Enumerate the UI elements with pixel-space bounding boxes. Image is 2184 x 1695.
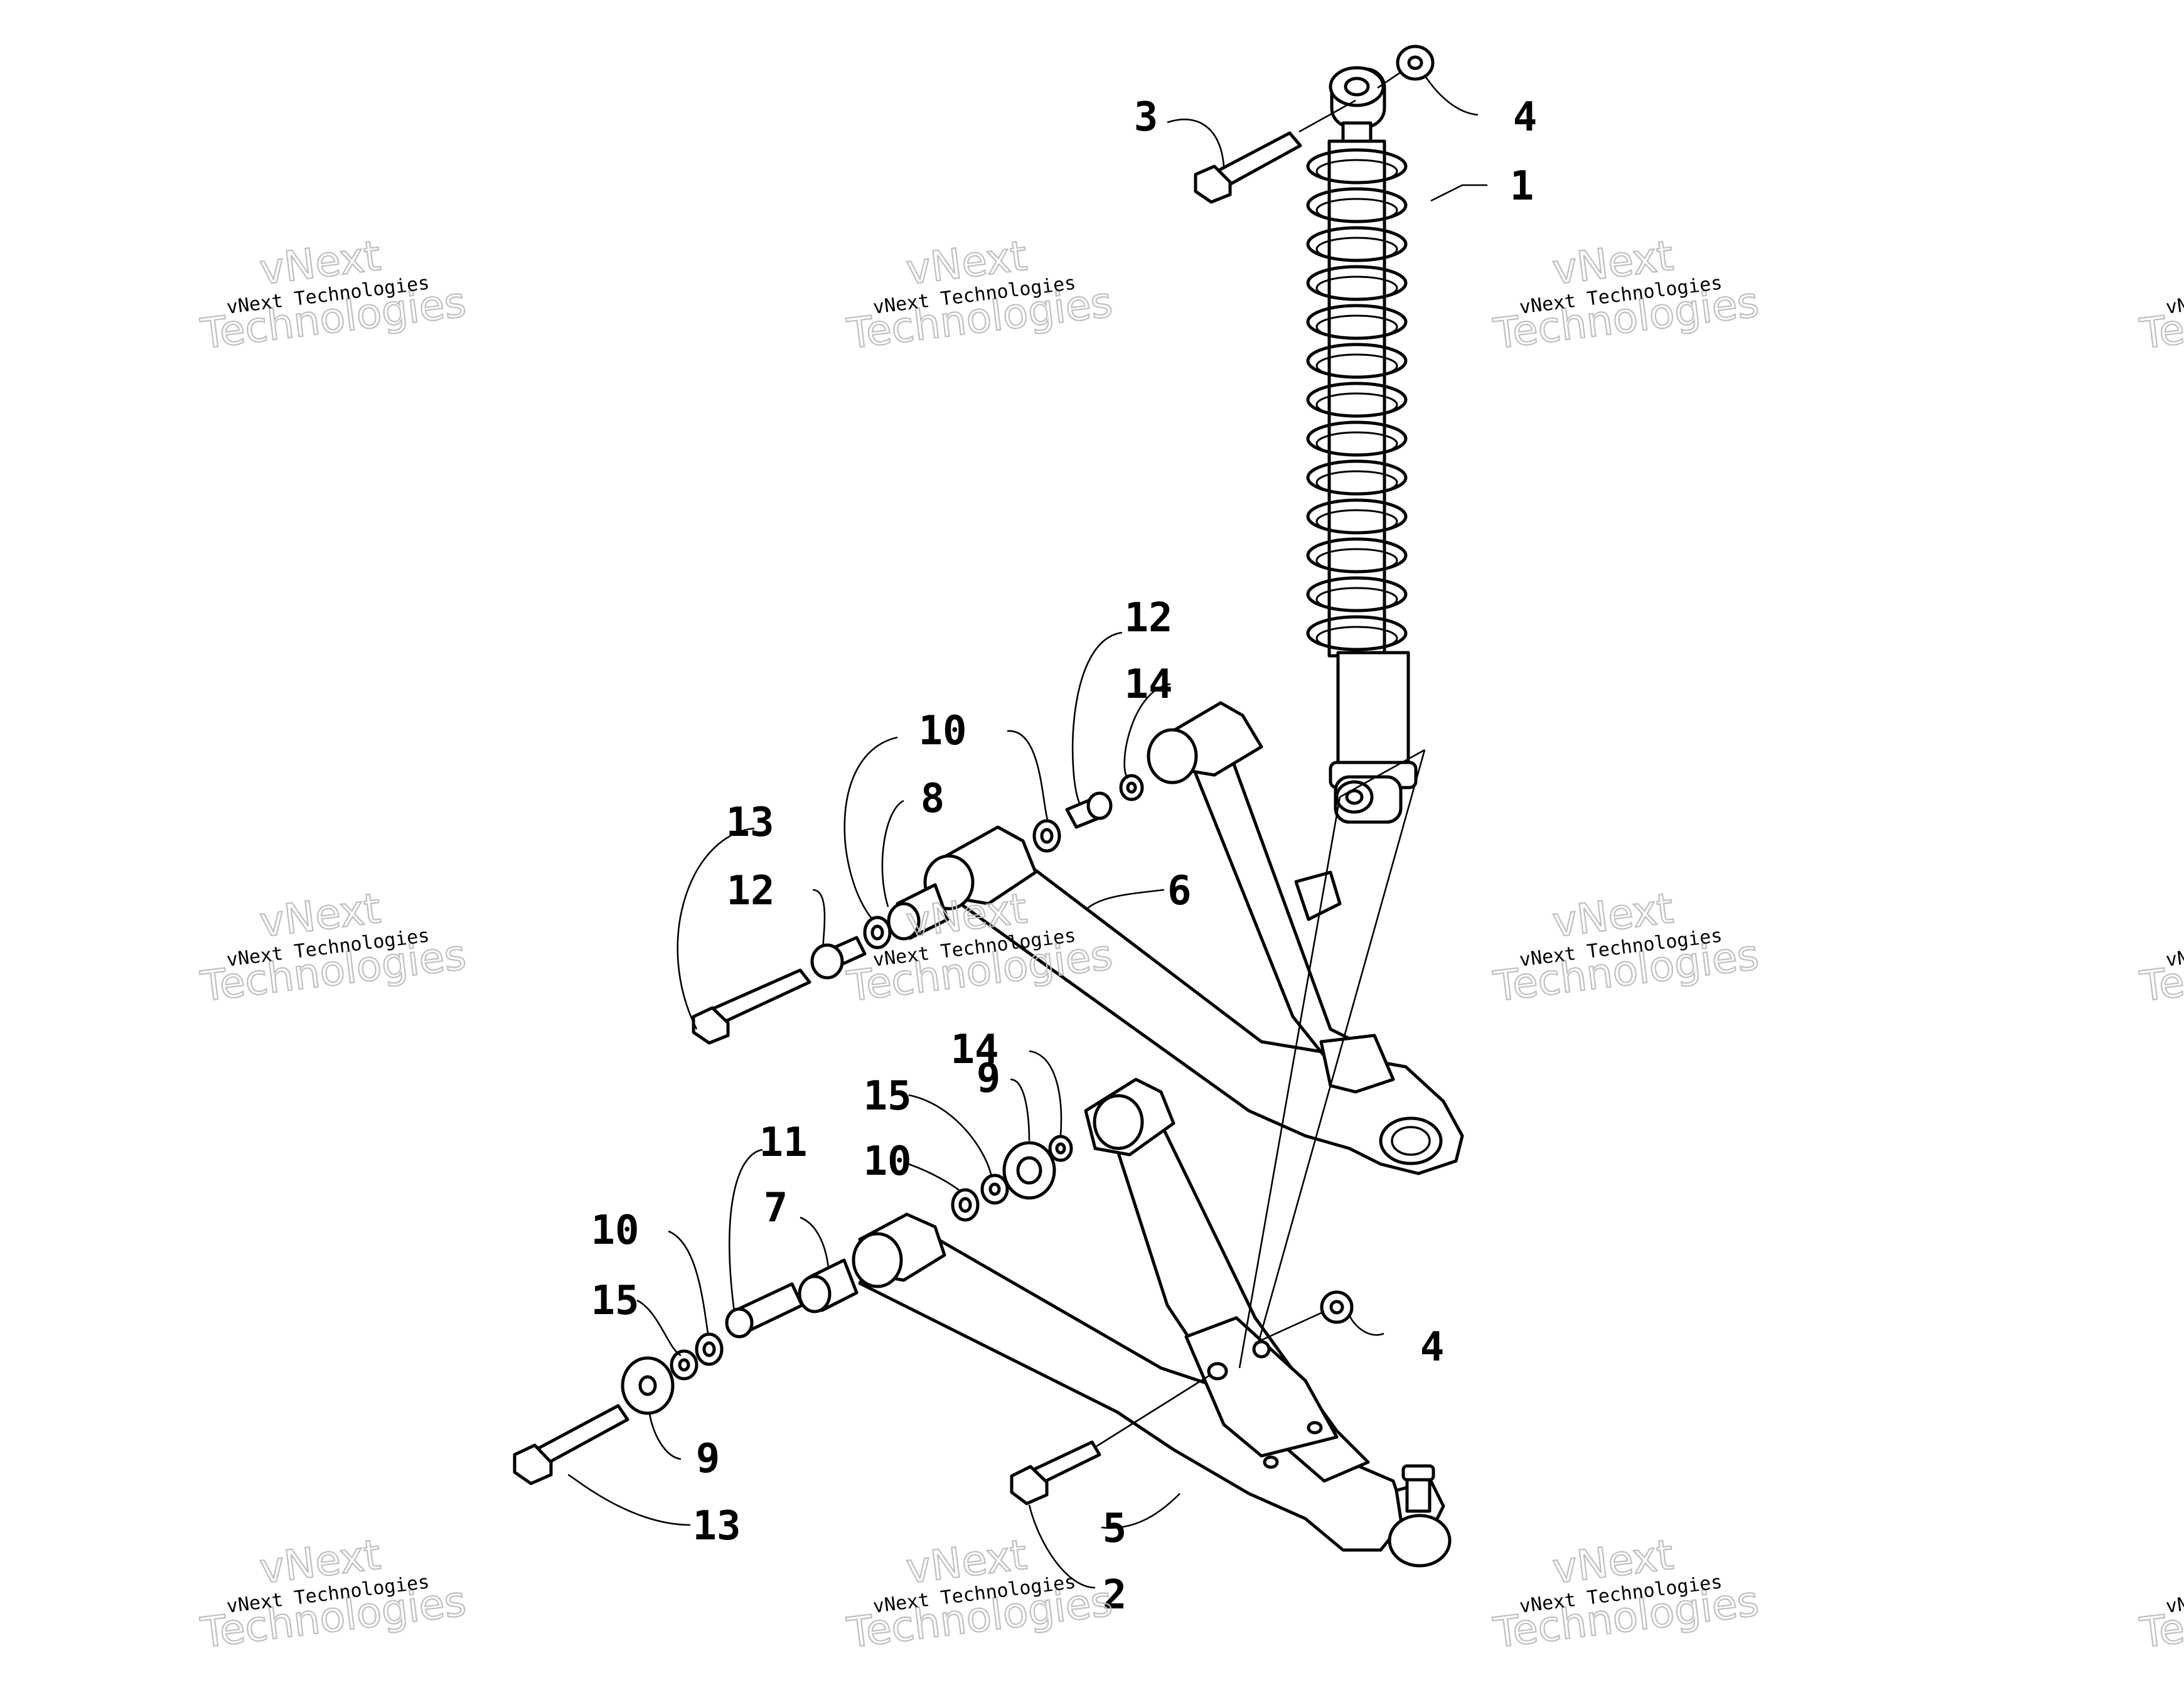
bolt-3 <box>1194 131 1302 204</box>
callout-10-left: 10 <box>591 1207 639 1254</box>
washer-10-lower-b <box>951 1188 980 1222</box>
washer-14-upper <box>1119 774 1144 801</box>
sleeve-12-upper-a <box>810 936 867 980</box>
callout-4-bottom: 4 <box>1420 1324 1445 1371</box>
spring-coil-inner <box>1315 237 1398 262</box>
callout-10-middle: 10 <box>863 1138 911 1185</box>
washer-10-upper-a <box>863 916 892 949</box>
ball-joint <box>1388 1464 1452 1568</box>
watermark-big-bottom: Technologies <box>2137 931 2184 1011</box>
spring-coil-inner <box>1315 392 1398 417</box>
spring-coil-inner <box>1315 431 1398 456</box>
spring-coil-inner <box>1315 587 1398 612</box>
callout-10-top: 10 <box>918 708 966 754</box>
nut-4-bottom <box>1320 1290 1354 1324</box>
bolt-2 <box>1010 1440 1101 1505</box>
sleeve-12-upper-b <box>1065 791 1113 829</box>
callout-7: 7 <box>764 1185 788 1231</box>
callout-4-top: 4 <box>1513 94 1538 141</box>
bushing-8 <box>887 883 950 941</box>
washer-14-lower <box>1048 1135 1073 1162</box>
callout-9-right: 9 <box>977 1056 1001 1102</box>
callout-5: 5 <box>1103 1505 1127 1552</box>
washer-9-lower-b <box>1002 1141 1056 1200</box>
callout-14-bottom: 14 <box>950 1027 998 1073</box>
sleeve-11 <box>725 1282 804 1339</box>
watermark-small-text: vNext Technologies <box>2165 924 2184 971</box>
spring-coil-inner <box>1315 314 1398 340</box>
washer-15-lower-a <box>670 1349 699 1381</box>
shock-absorber <box>1306 66 1418 824</box>
callout-12-top: 12 <box>1124 595 1172 641</box>
watermark-small-text: vNext Technologies <box>2165 272 2184 318</box>
washer-15-lower-b <box>980 1174 1009 1205</box>
spring-coil-inner <box>1315 626 1398 651</box>
nut-4-top <box>1396 45 1435 81</box>
callout-15-right: 15 <box>863 1073 911 1120</box>
callout-15-left: 15 <box>591 1278 639 1324</box>
spring-coil-inner <box>1315 353 1398 378</box>
spring-coil-inner <box>1315 470 1398 495</box>
callout-13-top: 13 <box>725 799 774 846</box>
spring-coil-inner <box>1315 275 1398 301</box>
callout-14-top: 14 <box>1124 661 1172 708</box>
callout-13-bottom: 13 <box>692 1503 741 1549</box>
spring-coil-inner <box>1315 198 1398 223</box>
callout-6: 6 <box>1167 868 1192 914</box>
bolt-13-upper <box>692 968 811 1045</box>
assembly-lines <box>1095 71 1426 1448</box>
callout-12-left: 12 <box>726 868 774 914</box>
callout-2: 2 <box>1103 1572 1127 1618</box>
spring-coil-inner <box>1315 509 1398 534</box>
watermark-small-text: vNext Technologies <box>2165 1571 2184 1617</box>
washer-9-lower-a <box>621 1356 675 1415</box>
callout-1: 1 <box>1510 163 1534 210</box>
watermark-big-bottom: Technologies <box>2137 1577 2184 1657</box>
callout-leaders <box>567 75 1487 1589</box>
bolt-13-lower <box>513 1404 629 1485</box>
washer-10-lower-a <box>695 1332 724 1366</box>
callout-8: 8 <box>921 776 945 822</box>
callout-9-left: 9 <box>696 1436 720 1482</box>
callout-3: 3 <box>1134 94 1159 141</box>
spring-coil-inner <box>1315 548 1398 573</box>
spring-coil-inner <box>1315 159 1398 184</box>
callout-11: 11 <box>759 1120 807 1166</box>
washer-10-upper-b <box>1032 819 1061 853</box>
callouts: 1 2 3 4 4 5 6 7 8 9 9 10 10 10 11 12 12 … <box>591 94 1537 1618</box>
bushing-7 <box>798 1258 859 1313</box>
watermark-big-bottom: Technologies <box>2137 278 2184 358</box>
